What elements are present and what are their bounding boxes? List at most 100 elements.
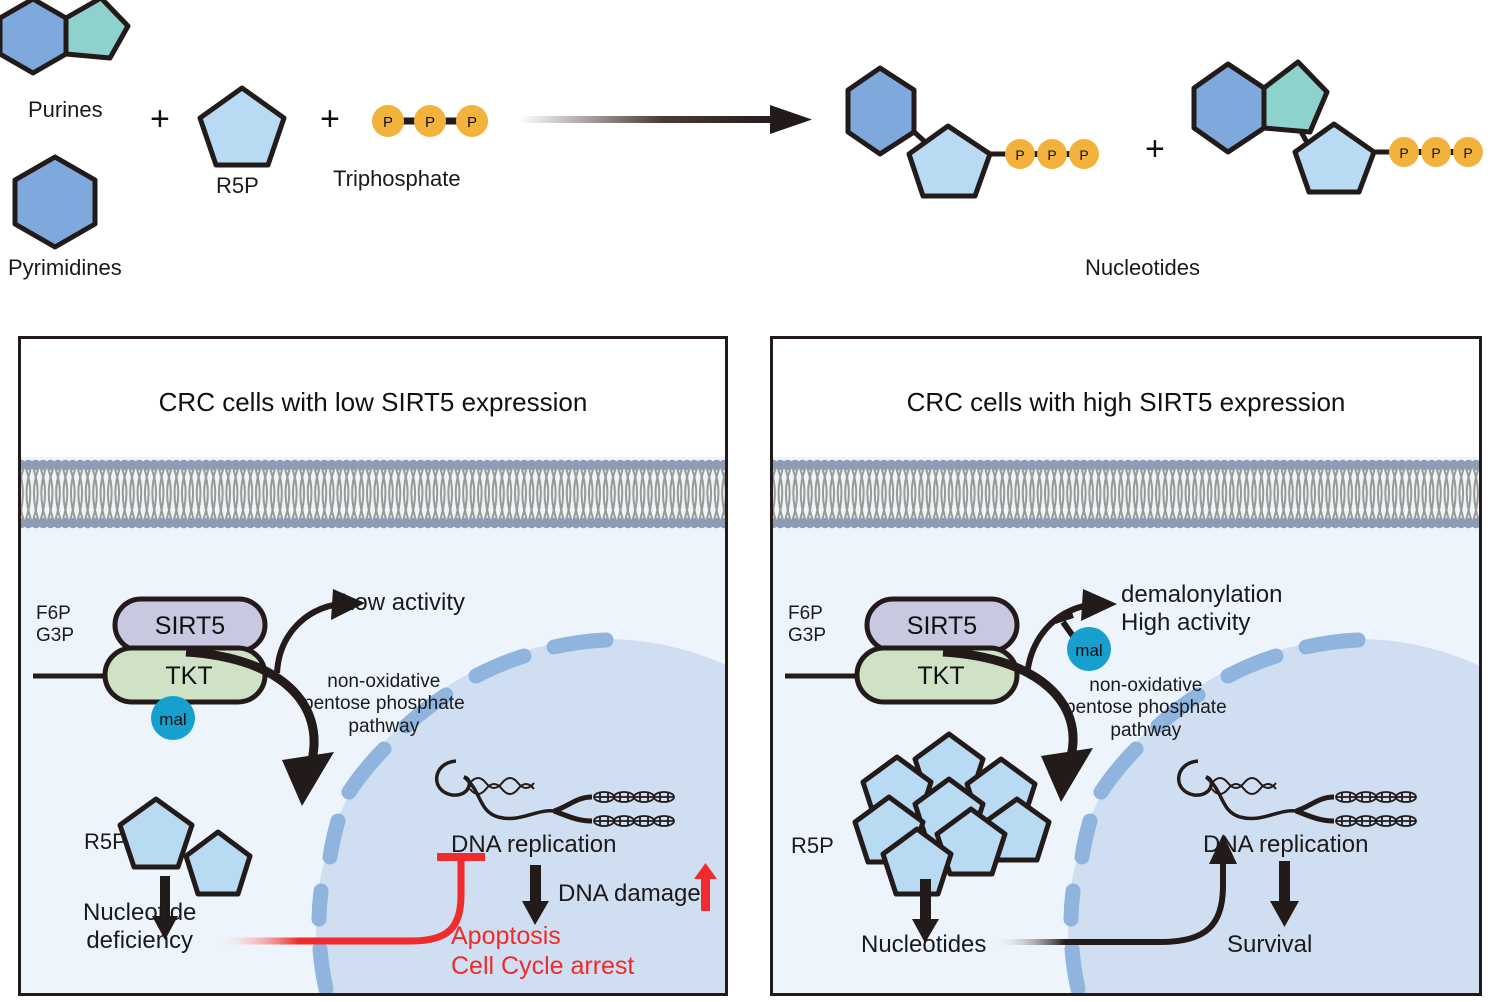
nucleotide-deficiency-label: Nucleotide deficiency — [83, 899, 197, 955]
apoptosis-inhibition-line — [211, 853, 485, 945]
low-activity-label: Low activity — [341, 589, 466, 616]
ppp-curved-arrow-left — [185, 647, 334, 806]
top-reaction-scheme: Purines Pyrimidines + R5P + P P P Tripho… — [0, 0, 1501, 300]
phosphate-circle — [456, 105, 488, 137]
down-arrow-right — [912, 879, 939, 943]
survival-label: Survival — [1227, 931, 1313, 958]
high-activity-label: demalonylation High activity — [1121, 581, 1283, 637]
pyrimidine-hexagon-icon — [12, 154, 98, 250]
svg-text:P: P — [1399, 145, 1408, 161]
down-arrow-dna-left — [522, 865, 549, 925]
panel-right-title: CRC cells with high SIRT5 expression — [906, 387, 1346, 417]
plasma-membrane-right — [773, 457, 1479, 531]
nucleotides-product-label: Nucleotides — [1085, 255, 1200, 280]
svg-text:SIRT5: SIRT5 — [907, 612, 977, 640]
reaction-arrow-icon — [520, 105, 812, 134]
phosphate-circle — [1453, 137, 1483, 167]
r5p-pentagon-icon — [117, 796, 195, 870]
panel-left-title: CRC cells with low SIRT5 expression — [158, 387, 588, 417]
plasma-membrane-left — [21, 457, 725, 531]
nucleotide-fused-pentagon-icon — [1261, 59, 1330, 135]
membrane-heads — [773, 459, 1479, 529]
r5p-pentagon-icon — [197, 85, 287, 168]
nuclear-pores-right — [1063, 632, 1366, 993]
purine-hexagon-icon — [0, 0, 69, 76]
pathway-label-left: non-oxidative pentose phosphate pathway — [303, 671, 465, 737]
mal-circle-left — [151, 696, 195, 740]
nucleotide-purine-structure: P P P — [1191, 59, 1483, 195]
duplex-dna-top — [593, 791, 675, 803]
dna-replication-illustration-right — [1176, 759, 1417, 827]
plus-sign-2: + — [320, 100, 340, 138]
low-activity-arrow-icon — [274, 589, 365, 674]
purine-pentagon-icon — [63, 0, 131, 61]
purines-label: Purines — [28, 97, 103, 122]
r5p-pentagon-icon — [880, 826, 954, 897]
nucleotide-hexagon-icon — [1191, 61, 1267, 155]
phosphate-circle — [1389, 137, 1419, 167]
substrate-label-left: F6P G3P — [36, 603, 75, 647]
phosphate-circle — [1069, 139, 1099, 169]
svg-text:P: P — [425, 114, 435, 131]
plus-sign-3: + — [1145, 130, 1165, 168]
svg-text:P: P — [1015, 147, 1024, 163]
svg-text:P: P — [1431, 145, 1440, 161]
panel-high-sirt5: CRC cells with high SIRT5 expression F6P… — [770, 336, 1482, 996]
r5p-label-top: R5P — [216, 173, 259, 198]
triphosphate-group: P P P — [372, 105, 488, 137]
pyrimidines-label: Pyrimidines — [8, 255, 122, 280]
substrate-label-right: F6P G3P — [788, 603, 827, 647]
purines-structure — [0, 0, 131, 76]
apoptosis-label: Apoptosis Cell Cycle arrest — [451, 922, 635, 980]
svg-text:P: P — [1079, 147, 1088, 163]
svg-text:SIRT5: SIRT5 — [155, 612, 225, 640]
ppp-curved-arrow-right — [942, 647, 1093, 802]
phosphate-circle — [372, 105, 404, 137]
r5p-pool-right — [852, 731, 1052, 897]
dna-replication-label-right: DNA replication — [1203, 831, 1369, 858]
sirt5-tkt-complex-right: SIRT5 TKT — [785, 596, 1020, 705]
phosphate-circle — [1005, 139, 1035, 169]
duplex-dna-bottom — [1335, 815, 1417, 827]
duplex-dna-bottom — [593, 815, 675, 827]
svg-text:TKT: TKT — [165, 662, 212, 690]
svg-text:P: P — [383, 114, 393, 131]
svg-text:mal: mal — [1075, 641, 1102, 660]
lipid-tails — [21, 468, 725, 520]
membrane-heads — [21, 459, 725, 529]
r5p-pentagon-icon — [934, 806, 1008, 877]
demalonylation-arrow-icon: mal — [1024, 589, 1117, 676]
down-arrow-dna-right — [1270, 861, 1299, 927]
r5p-pentagon-icon — [183, 829, 253, 897]
r5p-pool-left — [117, 796, 253, 897]
dna-damage-label: DNA damage — [558, 880, 701, 907]
svg-text:P: P — [1047, 147, 1056, 163]
r5p-label-left: R5P — [84, 829, 127, 854]
r5p-label-right: R5P — [791, 833, 834, 858]
down-arrow-left — [152, 876, 178, 940]
mal-circle-right — [1067, 627, 1111, 671]
svg-text:P: P — [467, 114, 477, 131]
duplex-dna-top — [1335, 791, 1417, 803]
nucleotide-pyrimidine-structure: P P P — [845, 65, 1099, 199]
nuclear-pores-left — [311, 632, 614, 993]
dna-replication-label-left: DNA replication — [451, 831, 617, 858]
nucleotides-to-replication-arrow — [991, 834, 1237, 945]
phosphate-circle — [1421, 137, 1451, 167]
pathway-label-right: non-oxidative pentose phosphate pathway — [1065, 675, 1227, 741]
svg-text:TKT: TKT — [917, 662, 964, 690]
svg-text:P: P — [1463, 145, 1472, 161]
svg-text:mal: mal — [159, 710, 186, 729]
phosphate-circle — [1037, 139, 1067, 169]
lipid-tails — [773, 468, 1479, 520]
phosphate-circle — [414, 105, 446, 137]
nucleotide-pentagon-icon — [1292, 121, 1377, 195]
triphosphate-label: Triphosphate — [333, 166, 461, 191]
nucleotides-label-right: Nucleotides — [861, 931, 987, 958]
plus-sign-1: + — [150, 100, 170, 138]
dna-damage-up-arrow-red-icon — [694, 863, 717, 911]
nucleotide-pentagon-icon — [906, 123, 993, 199]
dna-replication-illustration-left — [434, 759, 675, 827]
panel-low-sirt5: CRC cells with low SIRT5 expression F6P … — [18, 336, 728, 996]
nucleotide-hexagon-icon — [845, 65, 917, 157]
